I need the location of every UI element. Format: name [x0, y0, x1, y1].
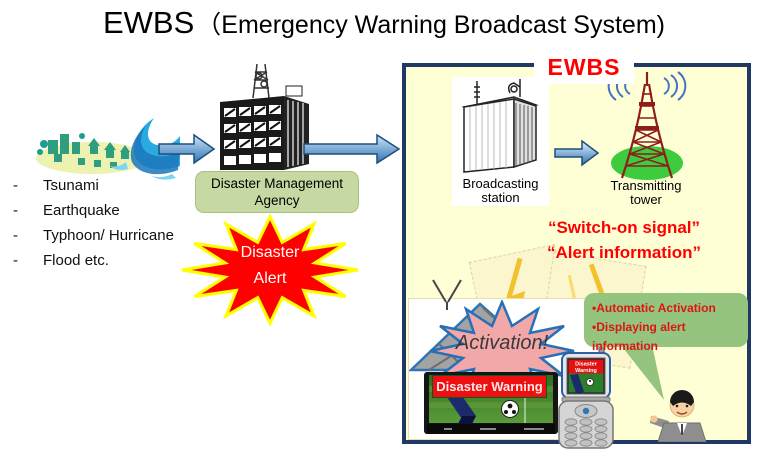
- speech-bubble-text: •Automatic Activation •Displaying alert …: [592, 299, 748, 356]
- agency-label: Disaster Management Agency: [195, 171, 359, 213]
- list-bullet: -: [13, 177, 18, 194]
- list-bullet: -: [13, 227, 18, 244]
- title-full-name: （Emergency Warning Broadcast System): [196, 11, 665, 39]
- transmitting-tower-label: Transmitting tower: [610, 178, 682, 207]
- mobile-phone-icon: Disaster Warning: [558, 338, 614, 449]
- speech-bubble: [584, 293, 748, 347]
- list-item: - Earthquake: [10, 198, 174, 223]
- list-item-label: Flood etc.: [43, 252, 109, 269]
- phone-banner-line2: Warning: [575, 368, 597, 374]
- tv-warning-banner: Disaster Warning: [432, 375, 547, 398]
- activation-text: Activation!: [455, 332, 549, 354]
- broadcasting-station-label: Broadcasting station: [462, 176, 539, 205]
- disaster-type-list: - Tsunami - Earthquake - Typhoon/ Hurricane…: [10, 173, 174, 273]
- flow-arrow-right-icon: [554, 139, 600, 167]
- person-icon: [650, 390, 707, 442]
- bubble-line1: •Automatic Activation: [592, 301, 716, 315]
- flow-arrow-right-icon: [158, 133, 216, 165]
- tsunami-icon: [36, 118, 180, 180]
- signal-text: “Switch-on signal” “Alert information”: [514, 215, 734, 265]
- phone-banner-line1: Disaster: [575, 362, 598, 368]
- list-item: - Tsunami: [10, 173, 174, 198]
- list-item: - Typhoon/ Hurricane: [10, 223, 174, 248]
- list-item: - Flood etc.: [10, 248, 174, 273]
- speech-bubble-tail: [620, 344, 664, 400]
- disaster-alert-starburst-icon: [181, 213, 359, 327]
- page-title: EWBS（Emergency Warning Broadcast System): [0, 5, 768, 41]
- ewbs-box-title: EWBS: [534, 51, 634, 84]
- disaster-alert-text: Disaster Alert: [180, 240, 360, 292]
- list-item-label: Tsunami: [43, 177, 99, 194]
- disaster-alert-line2: Alert: [253, 270, 287, 287]
- title-acronym: EWBS: [103, 5, 195, 40]
- list-item-label: Typhoon/ Hurricane: [43, 227, 174, 244]
- alert-information-text: “Alert information”: [547, 243, 701, 262]
- list-item-label: Earthquake: [43, 202, 120, 219]
- disaster-alert-line1: Disaster: [240, 244, 300, 261]
- list-bullet: -: [13, 252, 18, 269]
- agency-building-icon: [220, 63, 309, 170]
- broadcasting-station-icon: [461, 79, 539, 173]
- flow-arrow-right-icon: [303, 133, 401, 165]
- list-bullet: -: [13, 202, 18, 219]
- switch-on-signal-text: “Switch-on signal”: [547, 218, 701, 237]
- broadcasting-station-panel: Broadcasting station: [452, 77, 549, 206]
- bubble-line2: •Displaying alert information: [592, 320, 686, 353]
- transmitting-tower-icon: [607, 71, 687, 180]
